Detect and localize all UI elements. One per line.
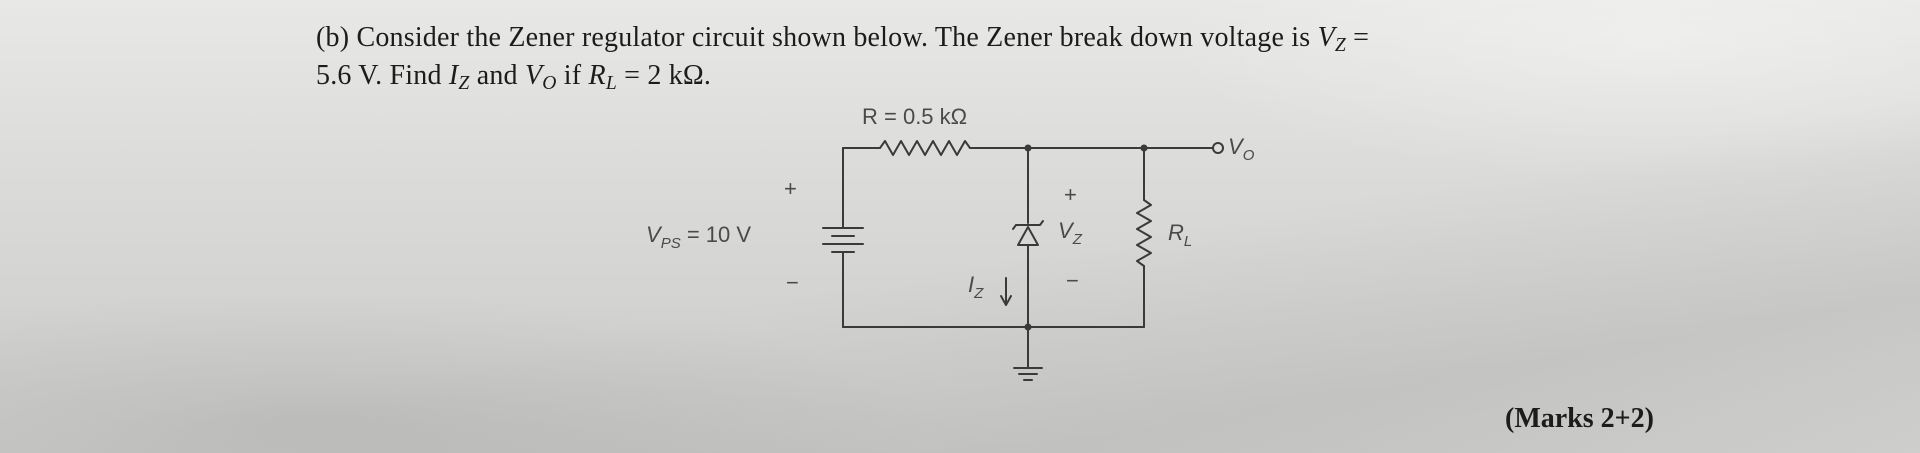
iz-symbol: I xyxy=(448,60,459,91)
resistor-label: R = 0.5 kΩ xyxy=(862,104,968,129)
junction-dot-top-load xyxy=(1140,144,1148,152)
vo-label: VO xyxy=(1228,134,1254,164)
load-resistor xyxy=(1136,199,1152,267)
rl-label: RL xyxy=(1168,220,1192,250)
source-minus-sign: − xyxy=(786,270,799,295)
rl-symbol: R xyxy=(588,60,606,91)
vo-symbol: V xyxy=(524,60,543,91)
rl-label-symbol: R xyxy=(1168,220,1184,245)
iz-label-symbol: I xyxy=(968,272,975,297)
vz-symbol: V xyxy=(1317,22,1335,53)
source-label: VPS = 10 V xyxy=(646,222,751,252)
vz-label-symbol: V xyxy=(1058,218,1073,243)
iz-label-subscript: Z xyxy=(974,285,984,302)
iz-label: IZ xyxy=(968,272,983,302)
vo-label-symbol: V xyxy=(1228,134,1243,159)
question-text-equals: = xyxy=(1345,22,1370,53)
vz-label-subscript: Z xyxy=(1072,231,1082,248)
output-terminal xyxy=(1212,142,1224,154)
vz-subscript: Z xyxy=(1334,34,1346,56)
zener-plus-sign: + xyxy=(1064,182,1077,207)
question-text-part1: (b) Consider the Zener regulator circuit… xyxy=(316,22,1318,53)
vz-value: 5.6 V. Find xyxy=(316,60,449,91)
series-resistor xyxy=(879,140,971,156)
source-symbol: V xyxy=(646,222,661,247)
junction-dot-top-zener xyxy=(1024,144,1032,152)
vz-label: VZ xyxy=(1058,218,1082,248)
rl-subscript: L xyxy=(605,72,617,94)
vo-label-subscript: O xyxy=(1242,147,1255,164)
vo-subscript: O xyxy=(542,72,557,94)
source-plus-sign: + xyxy=(784,176,797,201)
question-line-2: 5.6 V. Find IZ and VO if RL = 2 kΩ. xyxy=(316,60,711,95)
zener-minus-sign: − xyxy=(1066,268,1079,293)
zener-diode-bar xyxy=(1012,220,1044,230)
iz-subscript: Z xyxy=(458,72,470,94)
if-text: if xyxy=(556,60,589,91)
iz-arrow-head xyxy=(1000,295,1012,306)
junction-dot-bottom-zener xyxy=(1024,323,1032,331)
zener-diode-triangle xyxy=(1017,226,1039,246)
marks-label: (Marks 2+2) xyxy=(1505,403,1654,434)
source-value: = 10 V xyxy=(680,222,752,247)
rl-label-subscript: L xyxy=(1183,233,1193,250)
source-subscript: PS xyxy=(660,235,681,252)
question-line-1: (b) Consider the Zener regulator circuit… xyxy=(316,22,1369,57)
rl-value: = 2 kΩ. xyxy=(616,60,712,91)
and-text: and xyxy=(469,60,525,91)
